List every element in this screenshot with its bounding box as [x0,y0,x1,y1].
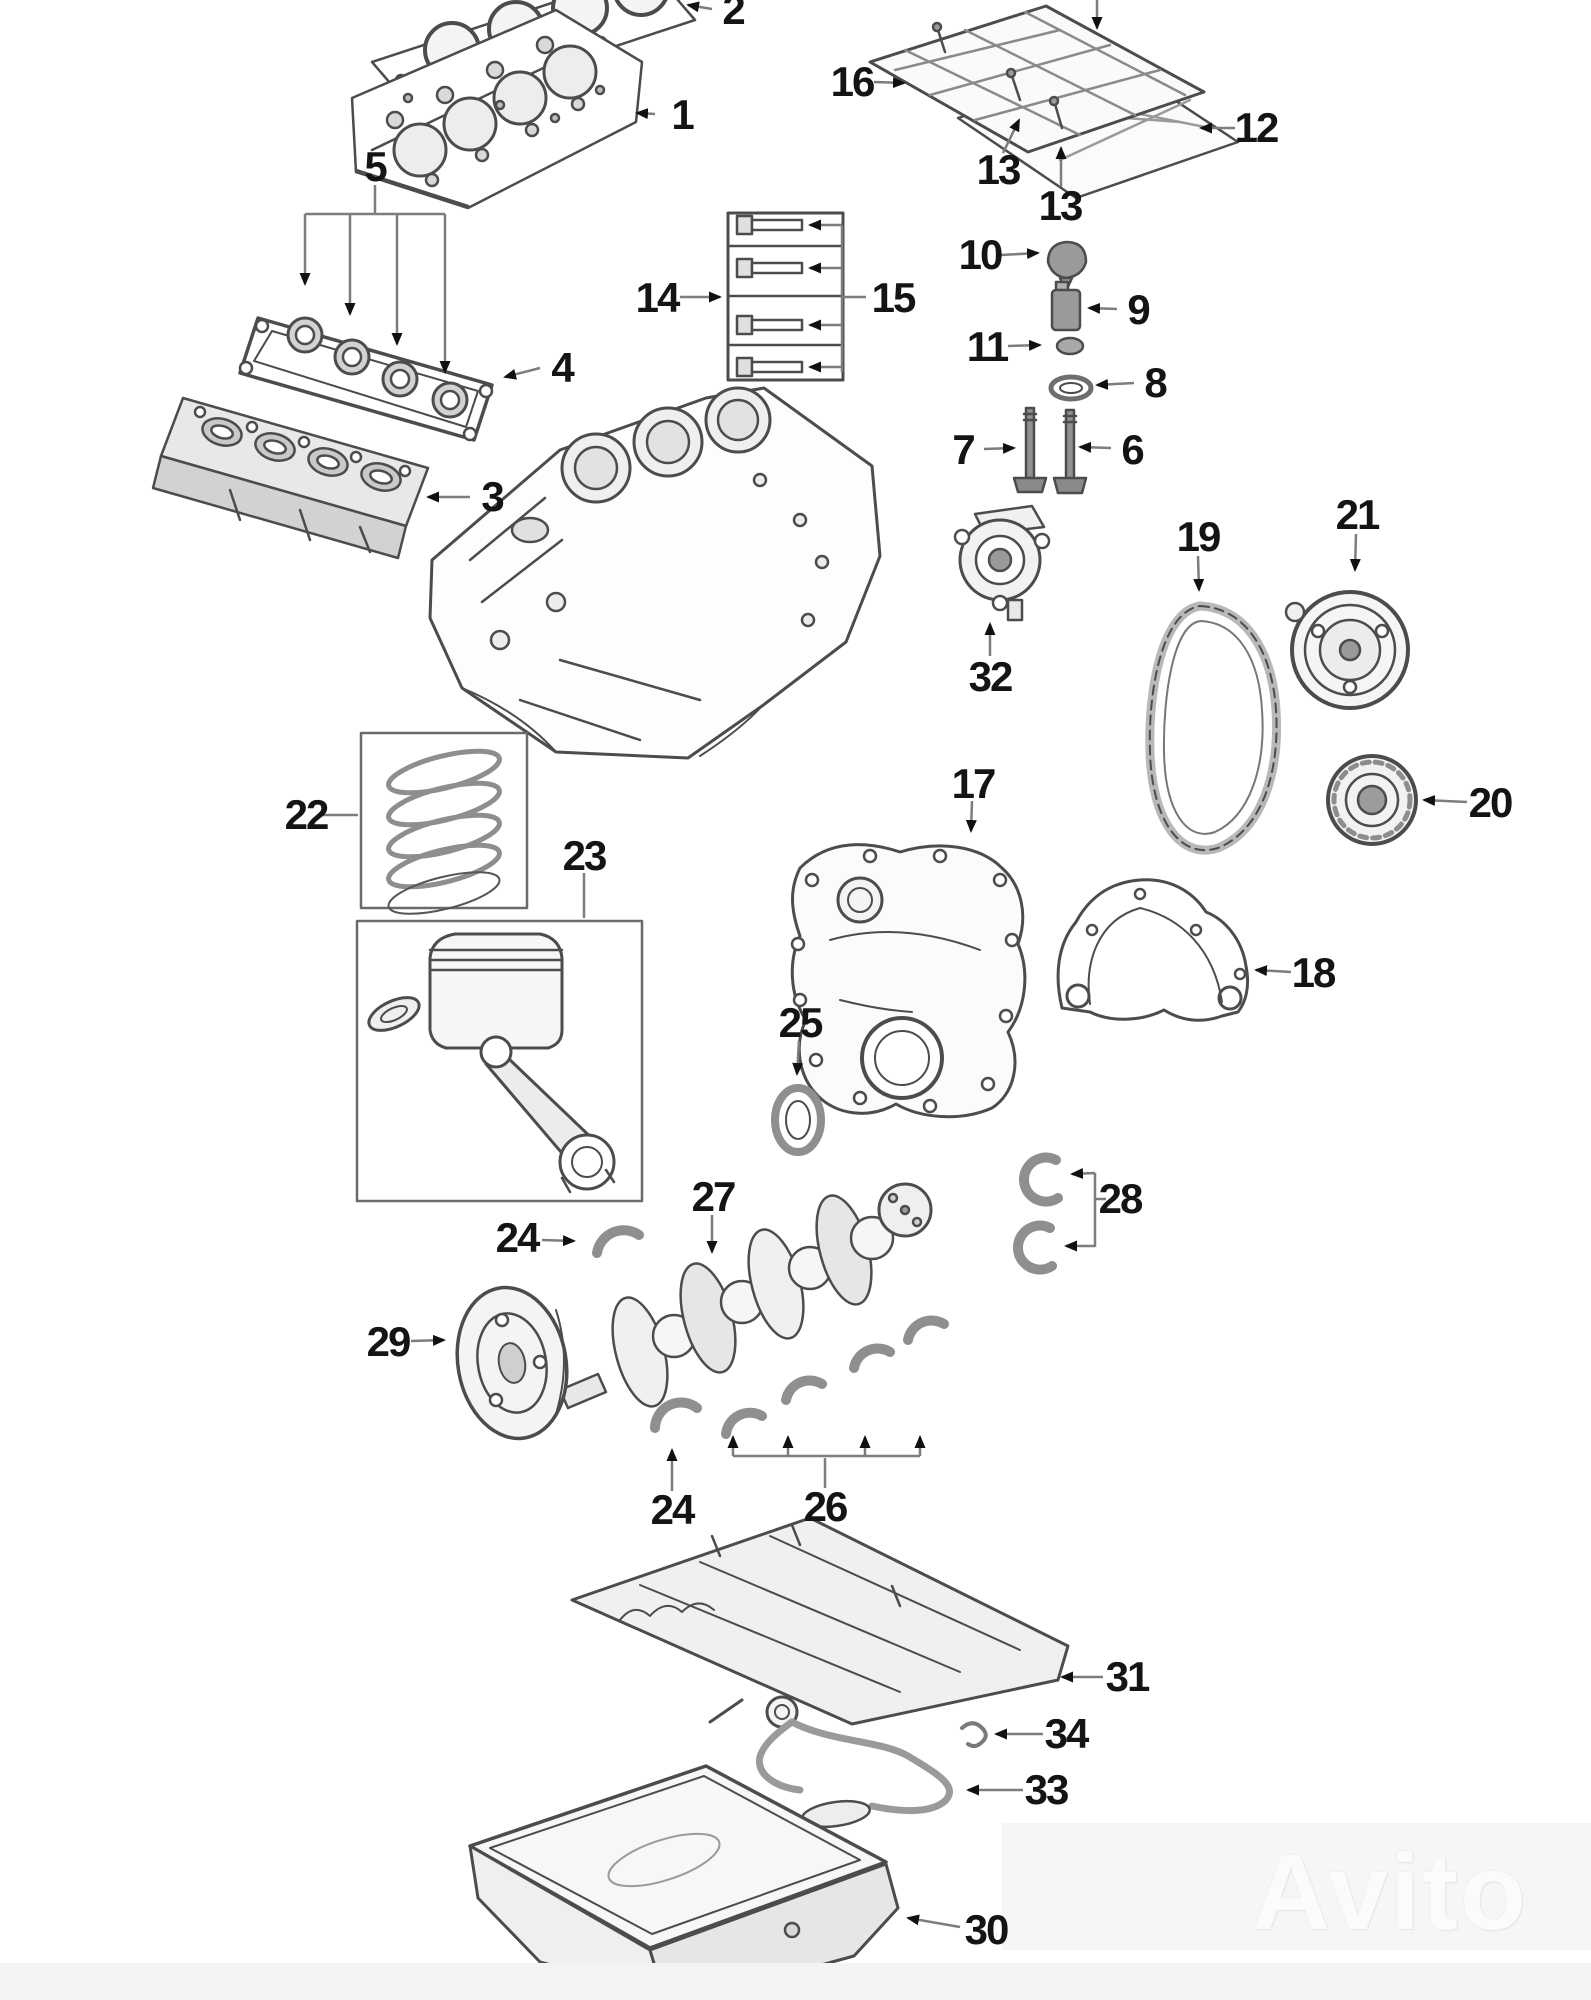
callout-32: 32 [968,653,1014,700]
callout-17: 17 [951,760,997,807]
piston-rod-box-illustration [355,919,644,1203]
leader-lines [299,0,1468,1929]
cam-phaser-illustration [1284,590,1410,710]
valve-cover-illustration [151,396,430,560]
callout-9: 9 [1127,286,1150,333]
callout-21: 21 [1335,491,1381,538]
timing-chain-illustration [1145,601,1282,855]
callout-15: 15 [871,274,917,321]
windage-tray-illustration [570,1516,1070,1726]
harmonic-balancer-illustration [455,1285,569,1441]
bearing-illustrations [592,1152,1063,1439]
bolt-rail-illustration [726,211,845,382]
callout-4: 4 [551,344,574,391]
callout-16: 16 [830,58,876,105]
callout-29: 29 [366,1318,412,1365]
valley-tray-illustrations [868,4,1240,200]
callout-13-b: 13 [1038,182,1084,229]
callout-19: 19 [1176,513,1222,560]
callout-33: 33 [1024,1766,1070,1813]
callout-20: 20 [1468,779,1514,826]
callout-23: 23 [562,832,608,879]
spark-plug-tube-seals [286,316,469,419]
front-seal-illustration [771,1084,825,1156]
cylinder-head-illustration [350,8,644,210]
small-valvetrain-parts [1046,240,1094,402]
callout-18: 18 [1291,949,1337,996]
bolts [735,214,804,378]
callout-27: 27 [691,1173,737,1220]
valve-illustrations [1012,406,1088,495]
watermark-band [1002,1823,1591,1950]
callout-22: 22 [284,791,330,838]
callout-31: 31 [1105,1653,1151,1700]
callout-13-a: 13 [976,146,1022,193]
parts-artwork [151,0,1418,2000]
callout-28: 28 [1098,1175,1144,1222]
callout-24-b: 24 [650,1486,696,1533]
callout-26: 26 [803,1483,849,1530]
clip-illustration [960,1721,988,1749]
tray-bolts [931,21,1064,130]
callout-2: 2 [722,0,745,33]
callout-14: 14 [635,274,681,321]
callout-3: 3 [481,473,504,520]
rear-cover-gasket-illustration [1056,878,1250,1022]
watermark-brand-text: Avito [1252,1831,1528,1952]
callout-8: 8 [1144,359,1167,406]
callout-24-a: 24 [495,1214,541,1261]
callout-34: 34 [1044,1710,1090,1757]
callout-10: 10 [958,231,1004,278]
callout-1: 1 [671,91,694,138]
oil-pickup-illustration [708,1695,953,1829]
oil-pump-illustration [953,504,1051,622]
engine-block-illustration [428,386,882,760]
valve-cover-gasket-illustration [238,316,494,442]
crank-sprocket-illustration [1326,754,1418,846]
piston-rings-box-illustration [359,731,529,915]
timing-cover-illustration [790,843,1027,1119]
callout-7: 7 [952,426,975,473]
callout-11: 11 [966,323,1009,370]
callout-6: 6 [1121,426,1144,473]
watermark-bottom-strip [0,1963,1591,2000]
callout-30: 30 [964,1906,1010,1953]
callout-5: 5 [364,143,387,190]
callout-12: 12 [1234,104,1280,151]
callout-25: 25 [778,999,824,1046]
crankshaft-illustration [558,1182,933,1410]
